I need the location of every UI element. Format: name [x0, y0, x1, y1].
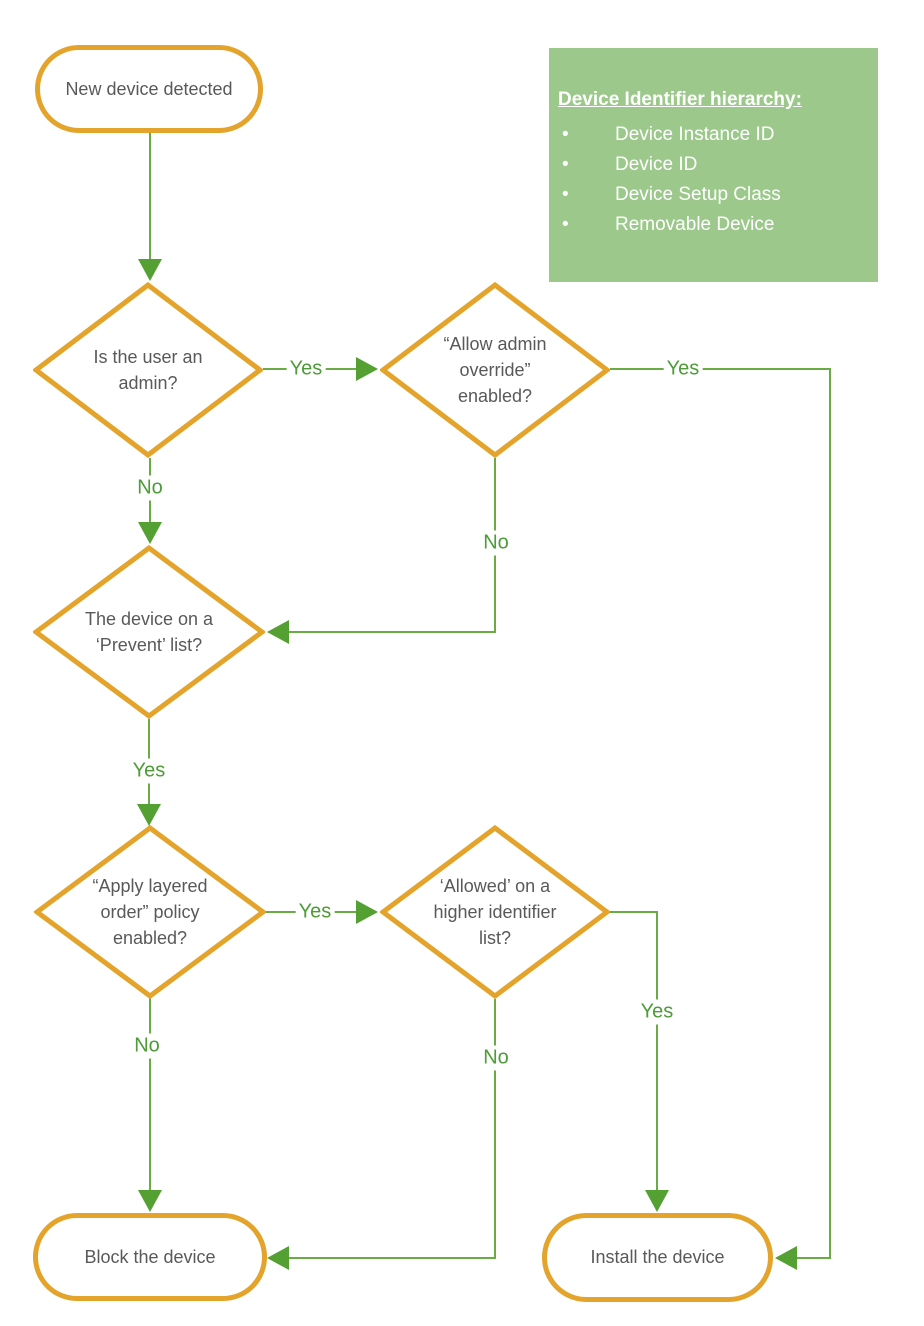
- bullet-icon: •: [562, 124, 569, 145]
- bullet-icon: •: [562, 184, 569, 205]
- decision-label: The device on a ‘Prevent’ list?: [84, 608, 214, 655]
- legend-item-label: Device ID: [615, 154, 698, 175]
- legend-item-label: Removable Device: [615, 214, 775, 235]
- edge-label-allowed-no: No: [480, 1045, 512, 1071]
- arrowhead-down-install: [645, 1190, 669, 1212]
- edge-label-layered-yes: Yes: [295, 899, 335, 925]
- edge-allowed-yes: [610, 911, 658, 1191]
- decision-is-user-admin: Is the user an admin?: [33, 282, 263, 458]
- start-node-label: New device detected: [65, 78, 233, 99]
- diamond-shape: [34, 825, 266, 999]
- arrowhead-down-layered: [137, 804, 161, 826]
- end-node-install-device: Install the device: [542, 1213, 773, 1302]
- edge-label-override-no: No: [480, 530, 512, 556]
- arrowhead-left-block: [267, 1246, 289, 1270]
- legend-item-device-instance-id: • Device Instance ID: [558, 120, 868, 150]
- end-node-block-device: Block the device: [33, 1213, 267, 1301]
- decision-apply-layered-order: “Apply layered order” policy enabled?: [34, 825, 266, 999]
- legend-item-device-id: • Device ID: [558, 150, 868, 180]
- diamond-shape: [380, 282, 610, 458]
- block-node-label: Block the device: [84, 1246, 216, 1267]
- edge-label-admin-yes: Yes: [286, 356, 326, 382]
- diamond-shape: [380, 825, 610, 999]
- edge-label-override-yes: Yes: [663, 356, 703, 382]
- edge-label-allowed-yes: Yes: [637, 999, 677, 1025]
- legend-item-removable-device: • Removable Device: [558, 210, 868, 240]
- decision-allow-admin-override: “Allow admin override” enabled?: [380, 282, 610, 458]
- edge-override-no: [289, 458, 496, 633]
- arrowhead-down-block: [138, 1190, 162, 1212]
- arrowhead-right-allowed: [356, 900, 378, 924]
- legend-item-label: Device Instance ID: [615, 124, 775, 145]
- edge-allowed-no: [289, 999, 496, 1259]
- edge-label-layered-no: No: [131, 1033, 163, 1059]
- decision-label: “Allow admin override” enabled?: [443, 333, 547, 407]
- edge-label-prevent-yes: Yes: [129, 758, 169, 784]
- decision-allowed-higher-identifier: ‘Allowed’ on a higher identifier list?: [380, 825, 610, 999]
- arrowhead-right-override: [356, 357, 378, 381]
- edge-label-admin-no: No: [134, 475, 166, 501]
- decision-label: ‘Allowed’ on a higher identifier list?: [433, 875, 557, 949]
- install-node-label: Install the device: [590, 1247, 725, 1268]
- arrowhead-down-prevent: [138, 522, 162, 544]
- legend-item-label: Device Setup Class: [615, 184, 781, 205]
- bullet-icon: •: [562, 154, 569, 175]
- edge-override-yes: [610, 368, 831, 1259]
- arrowhead-left-prevent: [267, 620, 289, 644]
- arrowhead-down-admin: [138, 259, 162, 281]
- decision-device-on-prevent-list: The device on a ‘Prevent’ list?: [33, 545, 265, 719]
- start-node-new-device-detected: New device detected: [35, 45, 263, 133]
- diamond-shape: [33, 545, 265, 719]
- bullet-icon: •: [562, 214, 569, 235]
- decision-label: “Apply layered order” policy enabled?: [92, 875, 208, 949]
- diamond-shape: [33, 282, 263, 458]
- arrowhead-left-install: [775, 1246, 797, 1270]
- decision-label: Is the user an admin?: [93, 346, 203, 393]
- device-identifier-hierarchy-box: Device Identifier hierarchy: • Device In…: [549, 48, 878, 282]
- legend-item-device-setup-class: • Device Setup Class: [558, 180, 868, 210]
- legend-title: Device Identifier hierarchy:: [558, 89, 802, 110]
